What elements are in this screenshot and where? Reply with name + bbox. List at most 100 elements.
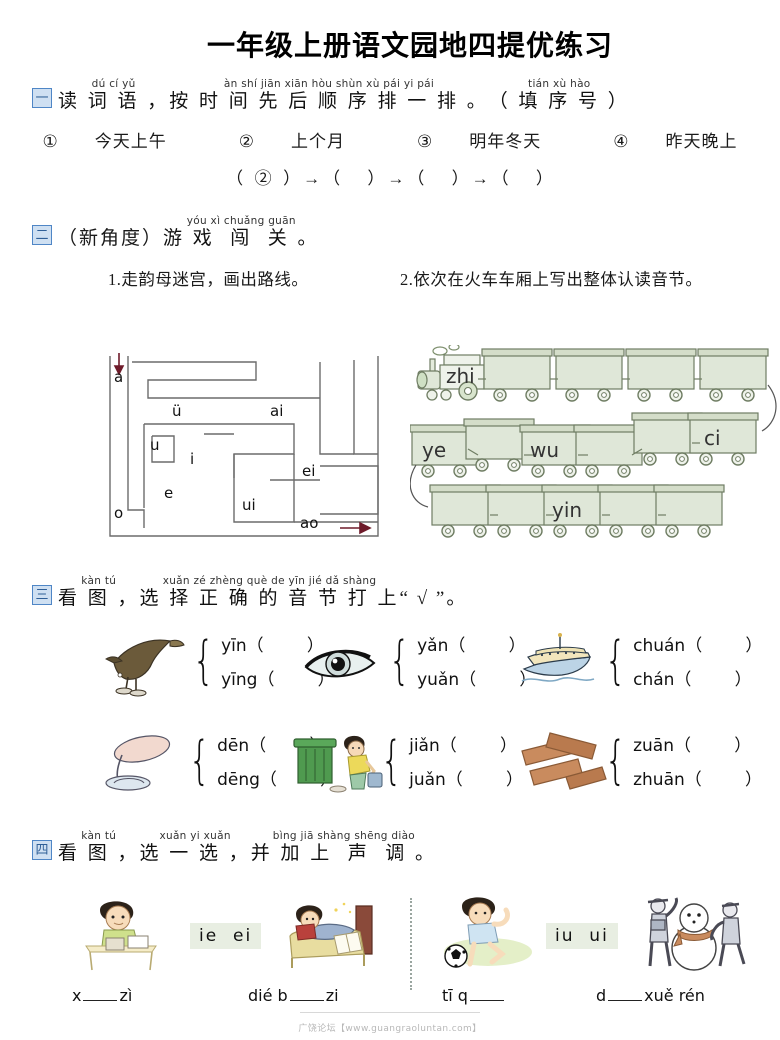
maze-letter-ai: ai — [270, 402, 283, 420]
instruction-text: 看 图 ， — [58, 588, 140, 609]
option-syllable: dēng — [217, 770, 260, 790]
word-label: 昨天晚上 — [665, 132, 738, 151]
answer-slot-1[interactable]: （ ② ） — [226, 169, 302, 188]
pinyin-text: xuǎn zé zhèng què de yīn jié dǎ shàng — [162, 575, 377, 587]
pinyin-text: xuǎn yi xuǎn — [159, 830, 231, 842]
option-answer-blank: （ ） — [685, 636, 763, 656]
trash-boy-icon — [292, 729, 383, 797]
option-syllable: yīng — [221, 670, 258, 690]
maze-letter-ei: ei — [302, 462, 315, 480]
answer-blank[interactable] — [469, 987, 504, 1001]
boy-soccer-icon — [444, 897, 532, 968]
option-choice[interactable]: juǎn（ ） — [409, 763, 523, 797]
eye-icon — [300, 629, 382, 697]
exercise-3-item-6: { zuān（ ） zhuān（ ） — [516, 729, 762, 797]
instruction-text: “ √ ”。 — [399, 588, 468, 609]
answer-slot-2[interactable]: （ ） — [323, 169, 386, 188]
maze-letter-o: o — [114, 504, 123, 522]
choice-box-label: ie ei — [190, 923, 262, 949]
option-answer-blank: （ ） — [673, 736, 752, 756]
option-choice[interactable]: chuán（ ） — [633, 629, 762, 663]
word-option-3[interactable]: ③ 明年冬天 — [399, 127, 559, 152]
option-answer-blank: （ ） — [684, 770, 762, 790]
answer-suffix: zì — [119, 986, 133, 1005]
vowel-maze[interactable]: a ü ai u i ei e o ui ao — [104, 350, 384, 542]
snowman-icon — [647, 897, 746, 971]
answer-blank[interactable] — [83, 987, 118, 1001]
exercise-3-item-2: { yǎn（ ） yuǎn（ ） — [300, 629, 536, 697]
arrow-icon: → — [471, 169, 490, 188]
exercise-4-cell-1 — [78, 894, 164, 977]
answer-blank[interactable] — [608, 987, 643, 1001]
arrow-icon: → — [303, 169, 322, 188]
section-badge-4: 四 — [32, 840, 52, 860]
answer-blank[interactable] — [289, 987, 324, 1001]
brace-icon: { — [388, 631, 411, 691]
exercise-4-answer-1[interactable]: x zì — [72, 986, 132, 1005]
maze-letter-a: a — [114, 368, 123, 386]
maze-letter-ui: ui — [242, 496, 256, 514]
option-choice[interactable]: zhuān（ ） — [633, 763, 762, 797]
section-badge-2: 二 — [32, 225, 52, 245]
answer-slot-3[interactable]: （ ） — [407, 169, 470, 188]
option-choice[interactable]: yǎn（ ） — [417, 629, 536, 663]
choice-box-1[interactable]: ie ei — [190, 923, 262, 949]
answer-suffix: zi — [325, 986, 339, 1005]
option-answer-blank: （ ） — [246, 636, 324, 656]
answer-prefix: x — [72, 986, 82, 1005]
exercise-4-answer-3[interactable]: tī q — [442, 986, 506, 1005]
option-choice[interactable]: jiǎn（ ） — [409, 729, 523, 763]
choice-box-2[interactable]: iu ui — [546, 923, 618, 949]
instruction-text: 按 时 间 先 后 顺 序 排 一 排 。 — [169, 91, 489, 112]
pinyin-text: dú cí yǔ — [91, 78, 136, 90]
brace-icon: { — [188, 731, 211, 791]
footer-divider — [300, 1012, 480, 1013]
train-label-ci: ci — [704, 426, 721, 450]
boy-writing-icon — [85, 901, 157, 971]
instruction-text: 选 择 正 确 的 音 节 打 上 — [139, 588, 400, 609]
maze-svg[interactable]: a ü ai u i ei e o ui ao — [104, 350, 384, 542]
word-number: ③ — [417, 132, 434, 151]
vertical-divider — [410, 898, 412, 990]
exercise-4-cell-4 — [638, 890, 748, 977]
pinyin-text: kàn tú — [81, 830, 117, 842]
option-syllable: chán — [633, 670, 675, 690]
word-label: 明年冬天 — [469, 132, 542, 151]
option-syllable: yīn — [221, 636, 247, 656]
arrow-icon: → — [387, 169, 406, 188]
option-choice[interactable]: chán（ ） — [633, 663, 762, 697]
option-choice[interactable]: yīn（ ） — [221, 629, 335, 663]
option-answer-blank: （ ） — [674, 670, 752, 690]
train-svg[interactable]: zhi ye wu ci yin — [409, 343, 778, 545]
answer-slot-4[interactable]: （ ） — [491, 169, 554, 188]
maze-letter-i: i — [190, 450, 194, 468]
option-choice[interactable]: zuān（ ） — [633, 729, 762, 763]
syllable-train[interactable]: zhi ye wu ci yin — [409, 343, 778, 545]
train-label-wu: wu — [530, 438, 559, 462]
exercise-2-subtasks: 1.走韵母迷宫，画出路线。 2.依次在火车车厢上写出整体认读音节。 — [0, 266, 780, 290]
answer-prefix: tī q — [442, 986, 468, 1005]
section-badge-1: 一 — [32, 88, 52, 108]
exercise-4-items: ie ei — [0, 888, 780, 1018]
instruction-text: （ 填 序 号 ） — [488, 91, 630, 112]
exercise-3-item-3: { chuán（ ） chán（ ） — [516, 629, 762, 697]
footer-watermark: 广饶论坛【www.guangraoluntan.com】 — [298, 1024, 482, 1034]
option-answer-blank: （ ） — [439, 736, 517, 756]
maze-letter-u: u — [150, 436, 160, 454]
option-answer-blank: （ ） — [445, 770, 524, 790]
option-syllable: jiǎn — [409, 736, 440, 756]
page-title: 一年级上册语文园地四提优练习 — [206, 30, 613, 61]
boy-bed-icon — [289, 902, 373, 968]
instruction-text: 游 戏 闯 关 。 — [163, 228, 320, 249]
brace-icon: { — [192, 631, 215, 691]
option-syllable: zuān — [633, 736, 674, 756]
